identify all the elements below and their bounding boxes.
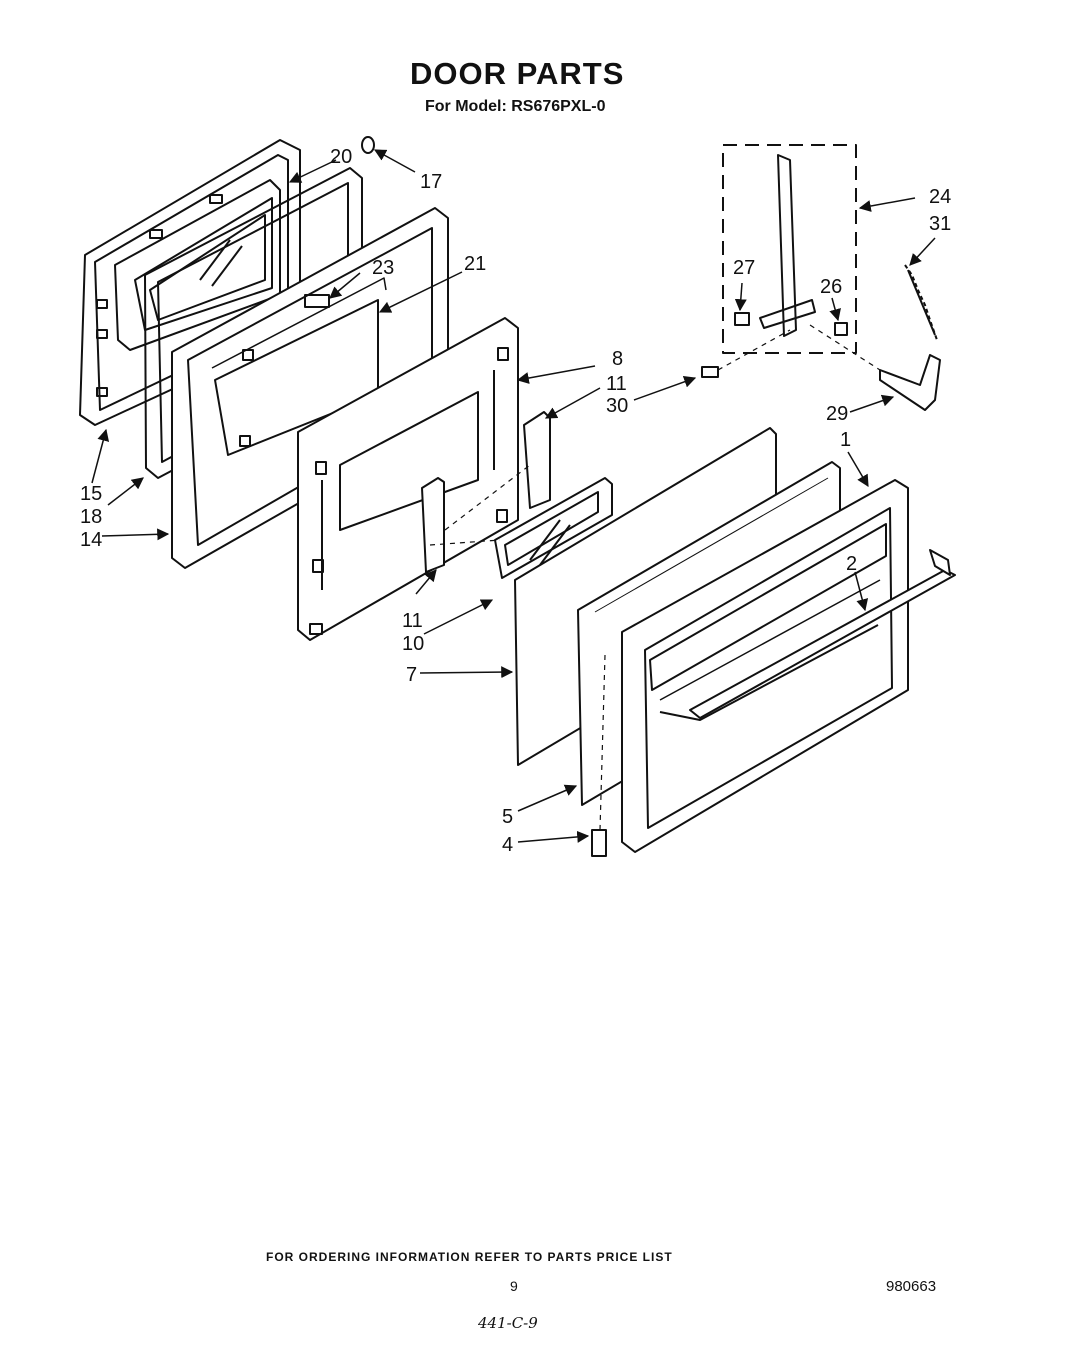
callout-30: 30 — [606, 395, 628, 417]
document-number: 980663 — [886, 1278, 937, 1295]
model-subtitle: For Model: RS676PXL-0 — [425, 98, 606, 115]
part-8-inner-panel — [297, 317, 519, 641]
callout-23: 23 — [372, 257, 394, 279]
part-10-glass — [494, 477, 613, 579]
callout-8: 8 — [612, 348, 623, 370]
callout-labels: 17 20 23 21 24 31 27 26 8 11 30 29 1 2 1… — [80, 146, 951, 856]
part-4-clip — [591, 829, 607, 857]
callout-24: 24 — [929, 186, 951, 208]
callout-11-upper: 11 — [606, 373, 627, 395]
callout-7: 7 — [406, 664, 417, 686]
part-24-hinge-assembly — [722, 144, 857, 354]
part-17-plug — [361, 136, 375, 154]
ordering-note: FOR ORDERING INFORMATION REFER TO PARTS … — [266, 1250, 673, 1264]
page-number: 9 — [510, 1278, 518, 1294]
callout-18: 18 — [80, 506, 102, 528]
callout-10: 10 — [402, 633, 424, 655]
callout-26: 26 — [820, 276, 842, 298]
part-29-hinge-arm — [879, 354, 941, 411]
connection-lines — [429, 324, 881, 831]
part-30-pin — [701, 366, 719, 378]
callout-1: 1 — [840, 429, 851, 451]
part-2-door-handle — [689, 549, 956, 719]
callout-27: 27 — [733, 257, 755, 279]
page-title: DOOR PARTS — [410, 56, 625, 91]
handwritten-note: 441-C-9 — [478, 1314, 538, 1332]
callout-4: 4 — [502, 834, 513, 856]
part-31-spring — [904, 264, 938, 341]
callout-15: 15 — [80, 483, 102, 505]
callout-11-lower: 11 — [402, 610, 423, 632]
leader-lines — [91, 149, 936, 843]
callout-17: 17 — [420, 171, 442, 193]
callout-14: 14 — [80, 529, 102, 551]
callout-5: 5 — [502, 806, 513, 828]
part-11-brackets — [421, 411, 551, 573]
callout-20: 20 — [330, 146, 352, 168]
callout-31: 31 — [929, 213, 951, 235]
callout-21: 21 — [464, 253, 486, 275]
callout-2: 2 — [846, 553, 857, 575]
callout-29: 29 — [826, 403, 848, 425]
